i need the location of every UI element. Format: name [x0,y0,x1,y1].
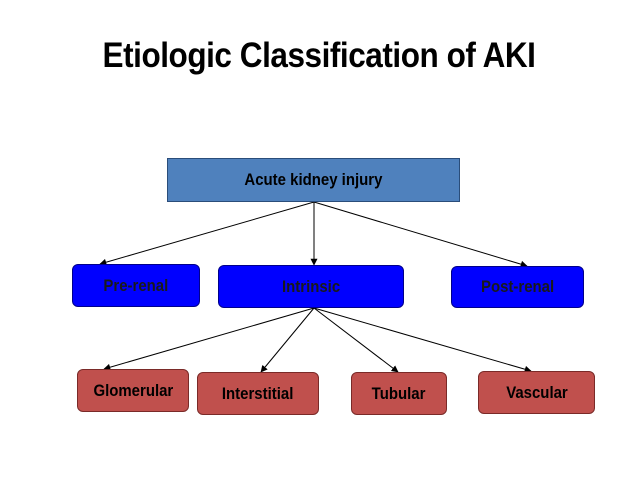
node-label: Pre-renal [103,275,169,295]
connector-intrinsic-to-interstitial [260,307,315,373]
page-title: Etiologic Classification of AKI [102,36,536,75]
node-pre-renal: Pre-renal [72,264,200,307]
node-label: Vascular [505,382,568,402]
connector-root-to-pre-renal [99,201,315,266]
connector-intrinsic-to-tubular [313,307,399,373]
node-interstitial: Interstitial [197,372,319,415]
node-label: Tubular [372,383,426,403]
node-intrinsic: Intrinsic [218,265,404,308]
node-glomerular: Glomerular [77,369,189,412]
node-label: Acute kidney injury [244,170,383,189]
node-label: Intrinsic [281,276,341,296]
connector-root-to-post-renal [313,201,528,268]
node-label: Glomerular [93,380,173,400]
connector-intrinsic-to-vascular [313,307,532,373]
node-label: Post-renal [480,277,555,296]
connector-intrinsic-to-glomerular [103,307,315,371]
node-post-renal: Post-renal [451,266,584,308]
node-vascular: Vascular [478,371,595,414]
node-acute-kidney-injury: Acute kidney injury [167,158,460,202]
node-tubular: Tubular [351,372,447,415]
node-label: Interstitial [222,383,294,403]
